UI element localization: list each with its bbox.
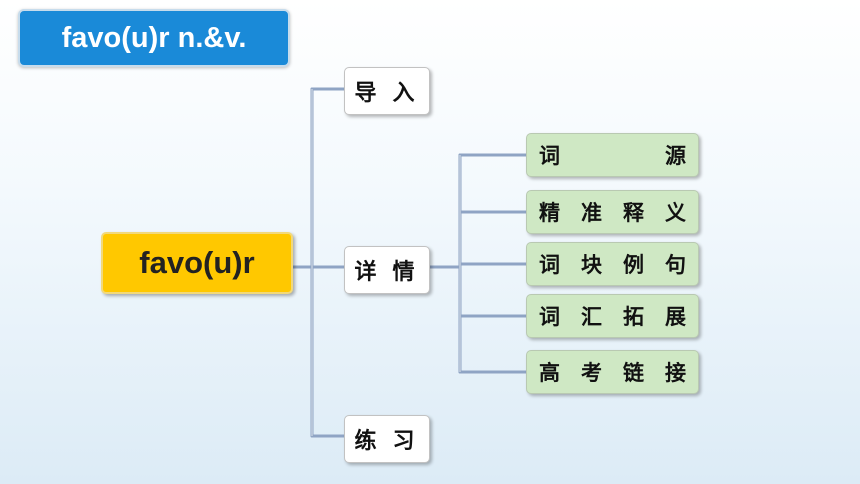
leaf-char: 汇 [581,306,602,329]
leaf-node-examples: 词 块 例 句 [526,242,699,286]
leaf-char: 义 [665,202,686,225]
leaf-char: 释 [623,202,644,225]
leaf-char: 词 [539,145,560,168]
leaf-char: 展 [665,306,686,329]
leaf-char: 块 [581,254,602,277]
branch-node-practice: 练 习 [344,415,430,463]
leaf-node-vocabulary: 词 汇 拓 展 [526,294,699,338]
leaf-node-definition: 精 准 释 义 [526,190,699,234]
leaf-char: 链 [623,362,644,385]
leaf-char: 拓 [623,306,644,329]
leaf-char: 高 [539,362,560,385]
leaf-char: 源 [665,145,686,168]
branch-node-details: 详 情 [344,246,430,294]
leaf-char: 词 [539,254,560,277]
title-badge: favo(u)r n.&v. [18,9,290,67]
leaf-char: 例 [623,254,644,277]
leaf-node-exam-link: 高 考 链 接 [526,350,699,394]
leaf-char: 准 [581,202,602,225]
leaf-char: 接 [665,362,686,385]
branch-node-intro: 导 入 [344,67,430,115]
leaf-node-etymology: 词 源 [526,133,699,177]
leaf-char: 考 [581,362,602,385]
root-node: favo(u)r [101,232,293,294]
leaf-char: 句 [665,254,686,277]
leaf-char: 精 [539,202,560,225]
leaf-char: 词 [539,306,560,329]
